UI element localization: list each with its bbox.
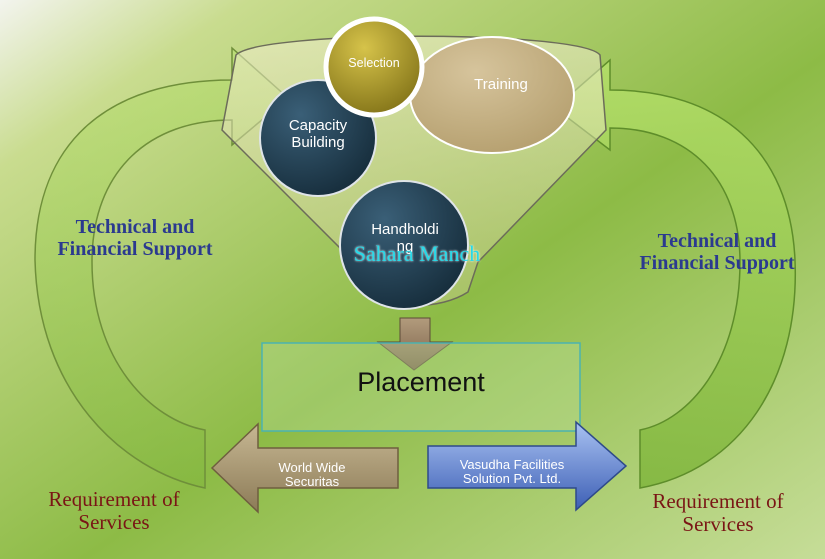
right-requirement-label: Requirement of Services <box>652 489 784 537</box>
selection-label: Selection <box>348 56 400 70</box>
training-label: Training <box>474 76 528 93</box>
right-company-arrow <box>427 420 628 512</box>
selection-circle <box>323 16 425 118</box>
sahara-manch-watermark: Sahara Manch <box>353 241 481 266</box>
left-support-label: Technical and Financial Support <box>57 216 213 260</box>
placement-box <box>261 342 581 432</box>
left-requirement-label: Requirement of Services <box>48 487 180 535</box>
down-arrow <box>376 317 454 371</box>
right-curved-arrow <box>553 58 797 489</box>
world-wide-securitas-label: World Wide Securitas <box>278 460 346 490</box>
capacity-building-label: Capacity Building <box>288 117 348 151</box>
right-support-label: Technical and Financial Support <box>639 230 795 274</box>
placement-label: Placement <box>357 367 485 397</box>
handholding-label: Handholdi ng <box>371 221 439 255</box>
vasudha-facilities-label: Vasudha Facilities Solution Pvt. Ltd. <box>459 457 565 487</box>
handholding-circle <box>339 180 469 310</box>
left-company-arrow <box>210 422 399 514</box>
training-circle <box>409 36 575 154</box>
